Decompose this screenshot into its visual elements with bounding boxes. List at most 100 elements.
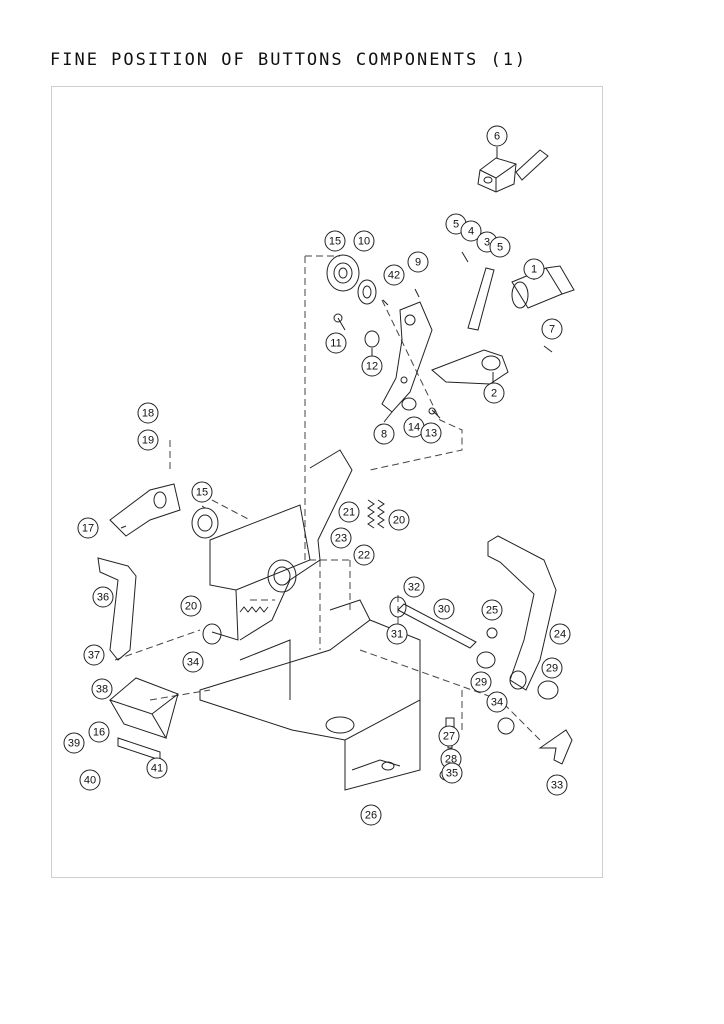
link-arm-part-8: [381, 301, 433, 413]
bushing-part-10: [357, 279, 377, 305]
callout-26: 26: [360, 804, 382, 826]
callout-25: 25: [481, 599, 503, 621]
callout-label: 15: [329, 236, 341, 248]
callout-label: 16: [93, 727, 105, 739]
callout-circle: [438, 725, 460, 747]
collar-part-29: [476, 651, 496, 669]
callout-34: 34: [486, 691, 508, 713]
callout-label: 4: [468, 226, 474, 238]
washer-part-29-right: [537, 680, 559, 700]
callout-11: 11: [325, 332, 347, 354]
callout-circle: [481, 599, 503, 621]
callout-label: 37: [88, 650, 100, 662]
callout-circle: [137, 429, 159, 451]
callout-41: 41: [146, 757, 168, 779]
callout-label: 26: [365, 810, 377, 822]
callout-18: 18: [137, 402, 159, 424]
callout-circle: [146, 757, 168, 779]
callout-label: 5: [497, 242, 503, 254]
callout-label: 17: [82, 523, 94, 535]
callout-circle: [77, 517, 99, 539]
callout-label: 29: [546, 663, 558, 675]
shaft-part-30: [389, 596, 477, 649]
callout-circle: [353, 230, 375, 252]
callout-circle: [83, 644, 105, 666]
bushing-part-34-right: [497, 717, 515, 735]
callout-circle: [91, 678, 113, 700]
callout-circle: [486, 691, 508, 713]
callout-label: 9: [415, 257, 421, 269]
callout-label: 27: [443, 731, 455, 743]
callout-19: 19: [137, 429, 159, 451]
callout-10: 10: [353, 230, 375, 252]
callout-circle: [79, 769, 101, 791]
callout-6: 6: [486, 125, 508, 147]
callout-12: 12: [361, 355, 383, 377]
callout-17: 17: [77, 517, 99, 539]
callout-16: 16: [88, 721, 110, 743]
callout-label: 15: [196, 487, 208, 499]
callout-circle: [88, 721, 110, 743]
callout-20: 20: [180, 595, 202, 617]
callout-circle: [483, 382, 505, 404]
callout-8: 8: [373, 423, 395, 445]
callout-circle: [546, 774, 568, 796]
callout-label: 21: [343, 507, 355, 519]
callout-label: 20: [185, 601, 197, 613]
callout-5: 5: [489, 236, 511, 258]
callout-label: 42: [388, 270, 400, 282]
callout-29: 29: [541, 657, 563, 679]
latch-part-33: [538, 729, 573, 765]
callout-circle: [403, 576, 425, 598]
callout-circle: [541, 657, 563, 679]
diagram-frame: [51, 86, 603, 878]
callout-label: 38: [96, 684, 108, 696]
callout-label: 22: [358, 550, 370, 562]
callout-circle: [191, 481, 213, 503]
callout-label: 14: [408, 422, 420, 434]
callout-circle: [549, 623, 571, 645]
callout-label: 8: [381, 429, 387, 441]
callout-circle: [420, 422, 442, 444]
callout-label: 34: [187, 657, 199, 669]
callout-14: 14: [403, 416, 425, 438]
lever-part-17: [109, 483, 181, 537]
lever-part-3: [467, 267, 495, 331]
callout-label: 39: [68, 738, 80, 750]
callout-23: 23: [330, 527, 352, 549]
callout-20: 20: [388, 509, 410, 531]
callout-label: 12: [366, 361, 378, 373]
callout-label: 13: [425, 428, 437, 440]
callout-circle: [360, 804, 382, 826]
callout-circle: [324, 230, 346, 252]
callout-circle: [182, 651, 204, 673]
switch-box-part-6: [477, 149, 549, 193]
callout-circle: [330, 527, 352, 549]
pedal-lever-part-24: [487, 535, 557, 691]
callout-label: 19: [142, 435, 154, 447]
callout-35: 35: [441, 762, 463, 784]
main-frame-body: [199, 449, 421, 791]
small-screws: [333, 251, 553, 419]
callout-circle: [353, 544, 375, 566]
callout-label: 29: [475, 677, 487, 689]
callout-4: 4: [460, 220, 482, 242]
callout-24: 24: [549, 623, 571, 645]
callout-21: 21: [338, 501, 360, 523]
callout-22: 22: [353, 544, 375, 566]
callout-circle: [388, 509, 410, 531]
callout-label: 6: [494, 131, 500, 143]
callout-label: 23: [335, 533, 347, 545]
bearing-part-15-left: [191, 507, 219, 539]
callout-label: 20: [393, 515, 405, 527]
callout-27: 27: [438, 725, 460, 747]
callout-circle: [489, 236, 511, 258]
callout-9: 9: [407, 251, 429, 273]
callout-circle: [386, 623, 408, 645]
callout-circle: [470, 671, 492, 693]
callout-label: 7: [549, 324, 555, 336]
callout-circle: [92, 586, 114, 608]
callout-circle: [441, 762, 463, 784]
